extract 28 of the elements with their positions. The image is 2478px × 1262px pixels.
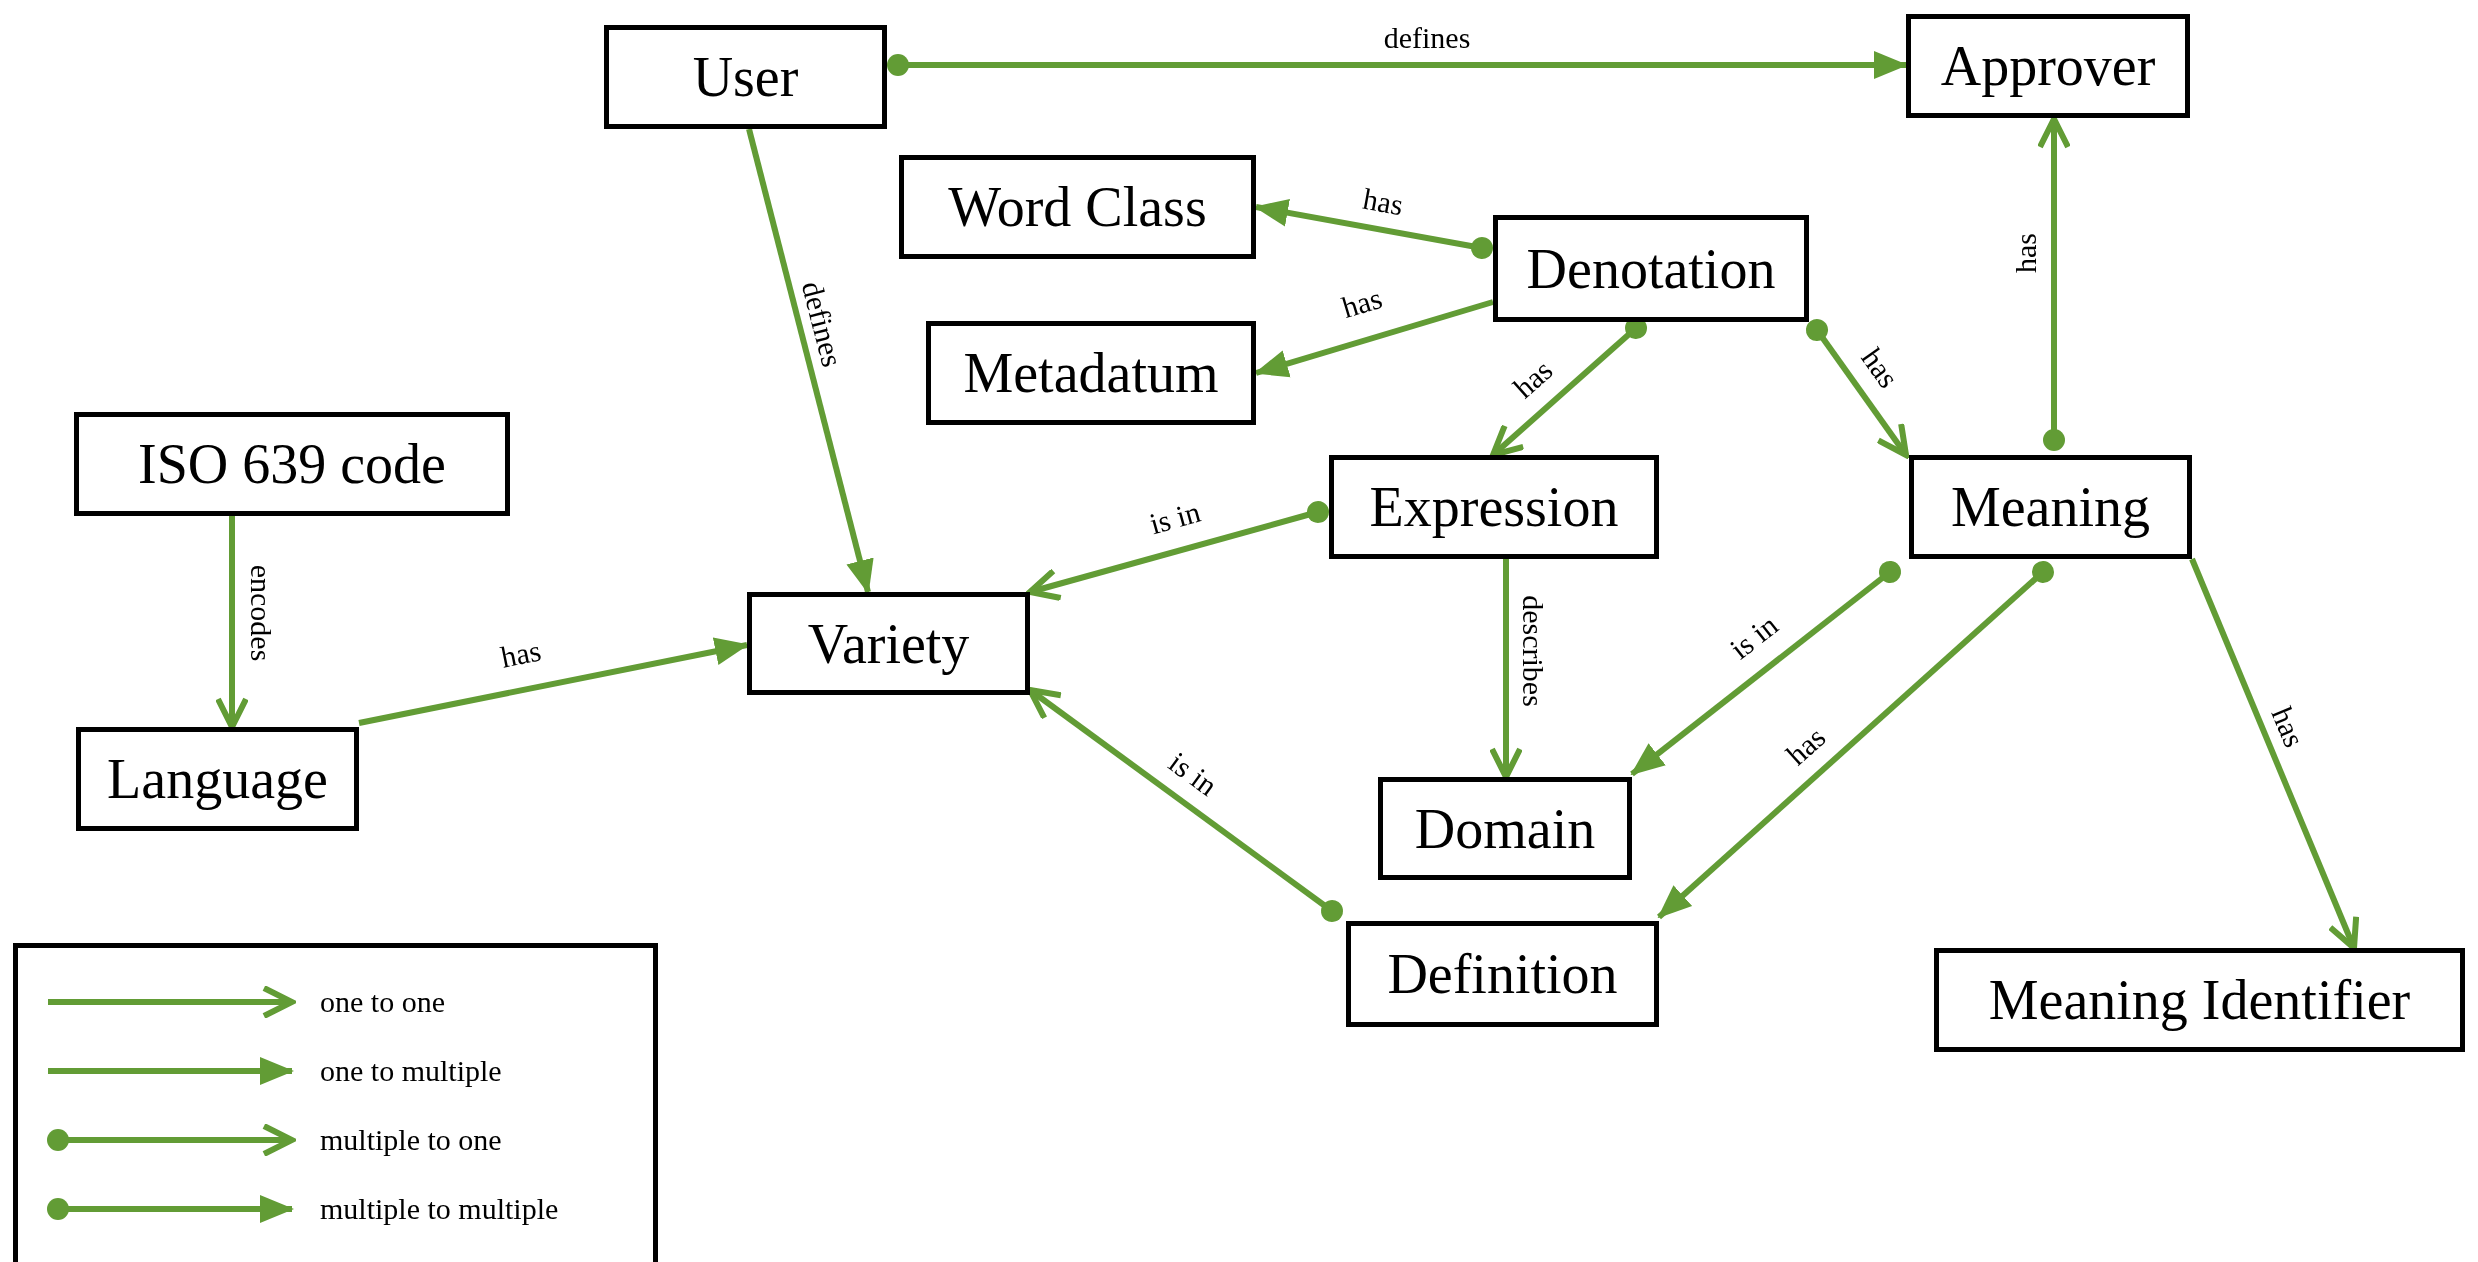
arrow [1630,561,1901,777]
legend-text: multiple to one [320,1125,502,1155]
legend-text: one to multiple [320,1056,502,1086]
entity-box: Approver [1906,14,2190,118]
arrow [746,128,874,594]
entity-box: Language [76,727,359,831]
entity-box: Metadatum [926,321,1256,425]
arrow [887,51,1908,79]
arrow [1254,198,1493,259]
entity-box: Definition [1346,921,1659,1027]
arrow [2037,116,2071,451]
entity-box: Variety [747,592,1030,695]
arrow [358,637,749,726]
entity-box: Expression [1329,455,1659,559]
entity-box: Denotation [1493,215,1809,322]
entity-box: User [604,25,887,129]
arrow [1657,561,2054,920]
arrow [1027,687,1343,922]
arrow [1027,501,1329,601]
legend-text: one to one [320,987,445,1017]
arrow [1806,319,1909,458]
entity-box: Meaning Identifier [1934,948,2465,1052]
entity-box: ISO 639 code [74,412,510,516]
entity-box: Meaning [1909,455,2192,559]
arrow [1254,299,1494,378]
entity-box: Domain [1378,777,1632,880]
entity-box: Word Class [899,155,1256,259]
legend-text: multiple to multiple [320,1194,559,1224]
